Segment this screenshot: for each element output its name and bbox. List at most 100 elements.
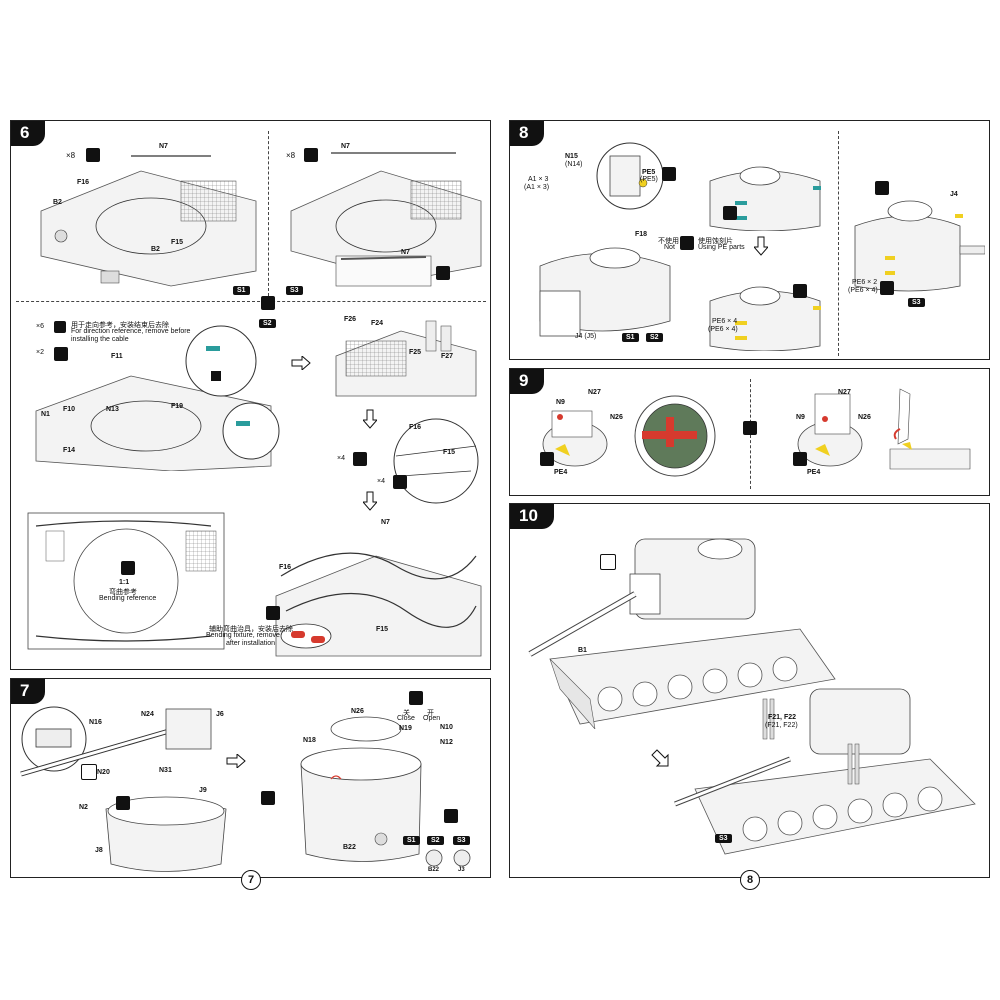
step-6-number: 6 bbox=[11, 121, 46, 146]
step-8-turret-sketch-d bbox=[854, 200, 985, 292]
part-label: F25 bbox=[409, 349, 422, 356]
qty-x2: ×2 bbox=[36, 349, 44, 356]
step-8-number: 8 bbox=[510, 121, 545, 146]
page-number-left: 7 bbox=[241, 870, 261, 890]
part-label: N18 bbox=[303, 737, 316, 744]
divider bbox=[16, 301, 486, 302]
part-label: B22 bbox=[428, 867, 440, 873]
tank-sketch-b bbox=[674, 688, 976, 855]
divider bbox=[838, 131, 839, 356]
step-9-panel: 9 N9 N27 N26 PE4 N9 N27 N26 PE4 bbox=[509, 368, 990, 496]
part-label: A1 × 3 bbox=[528, 176, 549, 183]
s3-badge: S3 bbox=[908, 298, 925, 307]
part-label: N15 bbox=[565, 153, 578, 160]
glue-icon bbox=[54, 347, 68, 361]
pe-en: Using PE parts bbox=[698, 244, 745, 251]
part-label: F10 bbox=[63, 406, 76, 413]
fixture-en: Bending fixture, remove bbox=[206, 632, 280, 639]
part-label: N13 bbox=[106, 406, 119, 413]
step-7-number: 7 bbox=[11, 679, 46, 704]
qty-x4: ×4 bbox=[337, 455, 345, 462]
s1-badge: S1 bbox=[622, 333, 639, 342]
s1-badge: S1 bbox=[403, 836, 420, 845]
part-label: F18 bbox=[635, 231, 648, 238]
part-label: ×8 bbox=[66, 151, 76, 160]
step-8-turret-sketch-a bbox=[539, 247, 671, 337]
part-label: N7 bbox=[401, 249, 410, 256]
qty-text: ×6 bbox=[36, 323, 44, 330]
glue-icon bbox=[662, 167, 676, 181]
part-label: ×8 bbox=[286, 151, 296, 160]
part-label: N1 bbox=[41, 411, 50, 418]
direction-cn: 用于走向参考，安装结束后去除 bbox=[71, 322, 169, 329]
step-9-number: 9 bbox=[510, 369, 545, 394]
s3-badge: S3 bbox=[453, 836, 470, 845]
bending-en: Bending reference bbox=[99, 595, 157, 602]
step-6-hull-sketch-b bbox=[290, 152, 482, 287]
step-6-detail-circle bbox=[393, 418, 479, 504]
glue-icon bbox=[86, 148, 100, 162]
step-8-turret-sketch-b bbox=[709, 166, 821, 231]
part-label: N19 bbox=[399, 725, 412, 732]
alt-icon bbox=[261, 296, 275, 310]
not-cn: 不使用 bbox=[658, 238, 679, 245]
open-cn: 开 bbox=[427, 710, 434, 717]
part-label: N10 bbox=[440, 724, 453, 731]
warning-icon bbox=[261, 791, 275, 805]
info-icon bbox=[121, 561, 135, 575]
part-label: J9 bbox=[199, 787, 207, 794]
s2-badge: S2 bbox=[646, 333, 663, 342]
part-label: N24 bbox=[141, 711, 154, 718]
part-label: PE6 × 2 bbox=[852, 279, 878, 286]
no-glue-icon bbox=[600, 554, 616, 570]
part-label: B1 bbox=[578, 647, 587, 654]
remove-icon bbox=[54, 321, 66, 333]
part-label: F14 bbox=[63, 447, 76, 454]
step-9-hatch-sketch-a bbox=[542, 410, 608, 467]
glue-icon bbox=[304, 148, 318, 162]
bending-cn: 弯曲参考 bbox=[109, 589, 137, 596]
part-circle bbox=[425, 849, 443, 867]
step-6-hull-sketch-c bbox=[35, 325, 280, 471]
glue-icon bbox=[540, 452, 554, 466]
scale-text: 1:1 bbox=[119, 579, 130, 586]
qty-x6: ×6 bbox=[36, 323, 44, 330]
step-7-panel: 7 N16 N24 J6 N20 N31 J9 N2 J8 N26 N18 N1… bbox=[10, 678, 491, 878]
part-label: N31 bbox=[159, 767, 172, 774]
qty-text: ×2 bbox=[36, 349, 44, 356]
close-en: Close bbox=[397, 715, 415, 722]
close-cn: 关 bbox=[403, 710, 410, 717]
part-label: B22 bbox=[343, 844, 356, 851]
step-8-panel: 8 N15 (N14) A1 × 3 (A1 × 3) PE5 (PE5) F1… bbox=[509, 120, 990, 360]
s2-badge: S2 bbox=[259, 319, 276, 328]
part-label: (PE6 × 4) bbox=[848, 287, 878, 294]
warning-icon bbox=[266, 606, 280, 620]
part-label: F27 bbox=[441, 353, 454, 360]
step-9-detail-circle bbox=[634, 395, 716, 477]
part-label: F21, F22 bbox=[768, 714, 797, 721]
part-label: F16 bbox=[77, 179, 90, 186]
part-label: N26 bbox=[610, 414, 623, 421]
part-label: J8 bbox=[95, 847, 103, 854]
step-9-side-sketch bbox=[889, 388, 971, 470]
alt-icon bbox=[444, 809, 458, 823]
part-label: (PE5) bbox=[640, 176, 658, 183]
s1-badge: S1 bbox=[233, 286, 250, 295]
direction-en: For direction reference, remove before i… bbox=[71, 328, 191, 343]
glue-icon bbox=[880, 281, 894, 295]
part-label: N26 bbox=[858, 414, 871, 421]
part-label: F16 bbox=[409, 424, 422, 431]
warning-icon bbox=[436, 266, 450, 280]
part-label: J6 bbox=[216, 711, 224, 718]
fixture-cn: 辅助弯曲治具，安装后去除 bbox=[209, 626, 293, 633]
part-label: N9 bbox=[796, 414, 805, 421]
step-6-hull-sketch-a bbox=[40, 155, 257, 287]
part-label: N26 bbox=[351, 708, 364, 715]
part-label: N7 bbox=[341, 143, 350, 150]
step-8-detail-circle bbox=[596, 142, 664, 210]
part-label: N27 bbox=[838, 389, 851, 396]
part-label: N7 bbox=[381, 519, 390, 526]
s2-badge: S2 bbox=[427, 836, 444, 845]
part-label: PE6 × 4 bbox=[712, 318, 738, 325]
part-label: N12 bbox=[440, 739, 453, 746]
